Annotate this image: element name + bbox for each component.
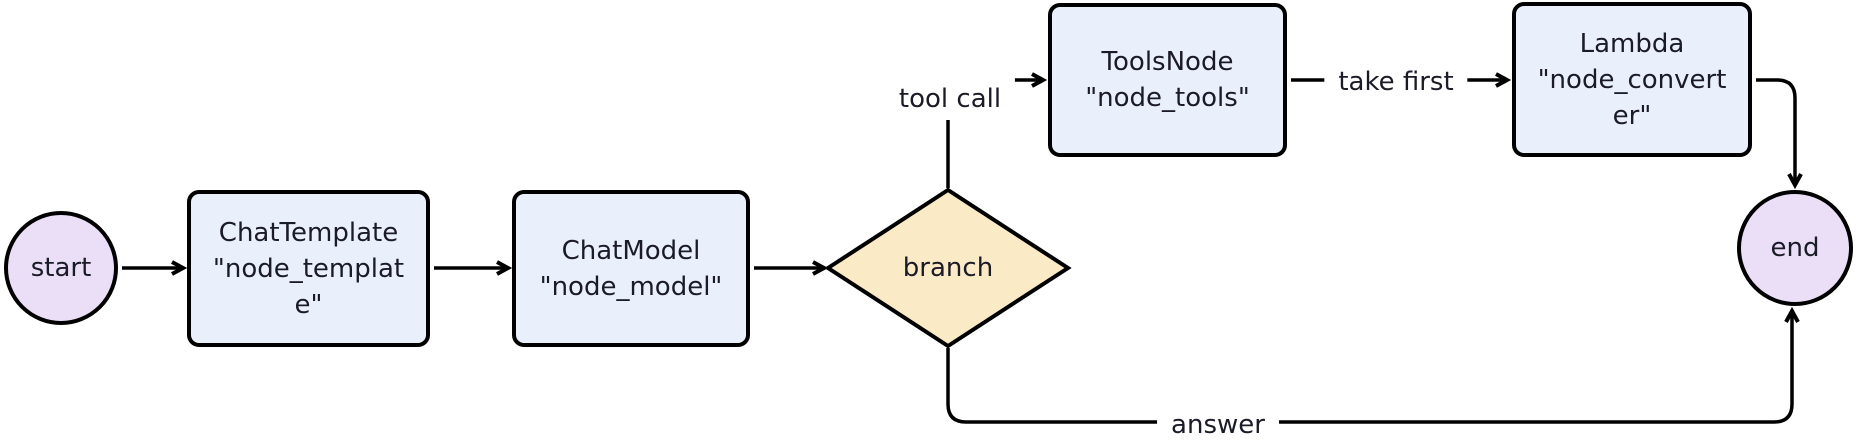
branch-diamond-shape	[824, 187, 1072, 349]
tools-node: ToolsNode "node_tools"	[1048, 3, 1287, 157]
chat-template-node-label: ChatTemplate "node_templat e"	[212, 217, 405, 320]
chat-template-node: ChatTemplate "node_templat e"	[187, 190, 430, 347]
edge-label-answer: answer	[1157, 404, 1279, 440]
start-node: start	[4, 211, 118, 325]
tools-node-label: ToolsNode "node_tools"	[1085, 47, 1250, 113]
end-node: end	[1737, 190, 1853, 306]
lambda-converter-node: Lambda "node_convert er"	[1512, 2, 1752, 157]
chat-model-node: ChatModel "node_model"	[512, 190, 750, 347]
edge-branch-end-answer	[946, 311, 1792, 424]
edge-label-tool-call: tool call	[884, 78, 1016, 120]
lambda-converter-node-label: Lambda "node_convert er"	[1537, 28, 1727, 131]
edge-label-take-first: take first	[1324, 61, 1468, 103]
end-node-label: end	[1770, 233, 1820, 263]
chat-model-node-label: ChatModel "node_model"	[539, 235, 723, 302]
start-node-label: start	[30, 253, 92, 283]
edge-converter-end	[1756, 78, 1795, 185]
branch-node: branch	[848, 250, 1048, 286]
branch-node-label: branch	[902, 253, 994, 283]
